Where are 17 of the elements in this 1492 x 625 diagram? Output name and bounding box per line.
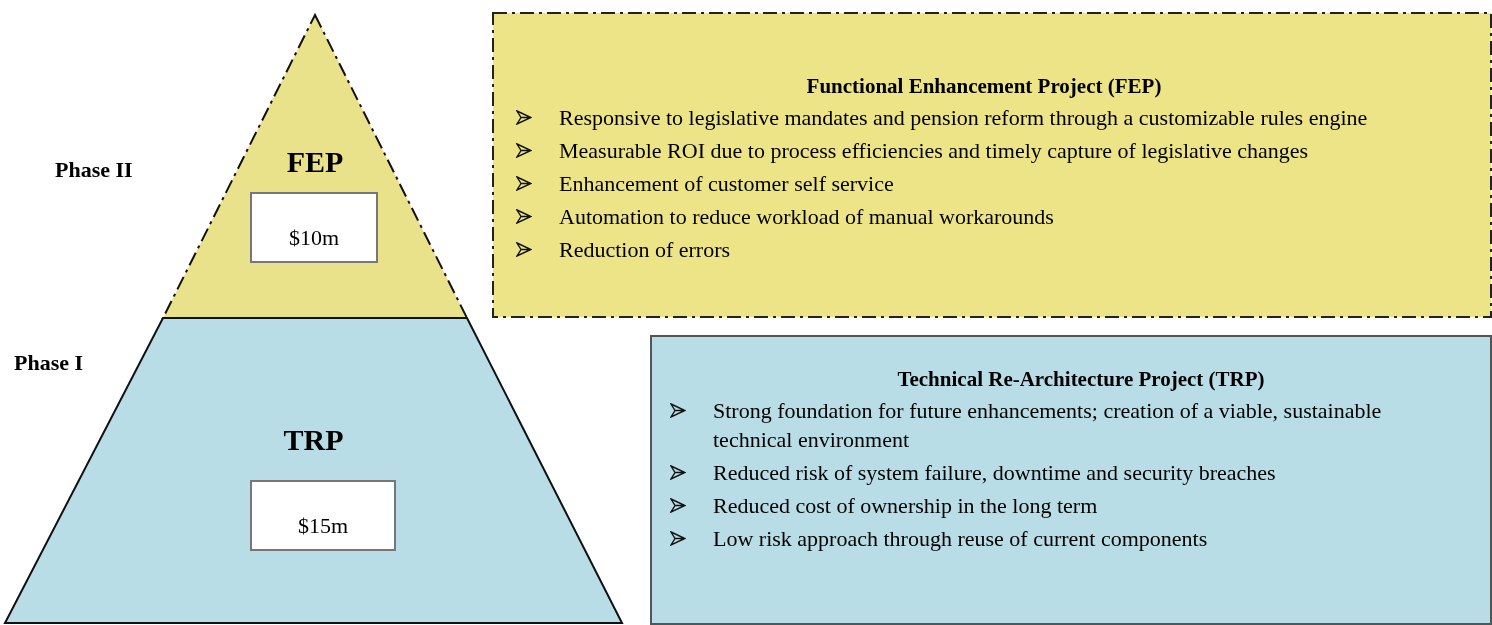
bullet-text: Reduced cost of ownership in the long term bbox=[713, 492, 1099, 520]
bullet-text: Responsive to legislative mandates and pension reform through a customizable rules engine bbox=[559, 104, 1369, 132]
phase-label: Phase II bbox=[55, 157, 133, 183]
bullet-text: Low risk approach through reuse of current components bbox=[713, 525, 1209, 553]
pyramid-label: FEP bbox=[285, 145, 345, 179]
panel-heading: Technical Re-Architecture Project (TRP) bbox=[896, 366, 1266, 393]
bullet-text: Reduced risk of system failure, downtime and security breaches bbox=[713, 459, 1277, 487]
bullet-text: Enhancement of customer self service bbox=[559, 170, 895, 198]
phase-label: Phase I bbox=[14, 350, 84, 376]
bullet-text: Automation to reduce workload of manual workarounds bbox=[559, 203, 1055, 231]
amount-box: $15m bbox=[250, 480, 396, 551]
panel-heading: Functional Enhancement Project (FEP) bbox=[805, 73, 1163, 100]
bullet-text: Strong foundation for future enhancements; creation of a viable, sustainable technical environment bbox=[713, 397, 1383, 454]
bullet-text: Reduction of errors bbox=[559, 236, 732, 264]
pyramid-label: TRP bbox=[282, 423, 345, 457]
amount-box: $10m bbox=[250, 192, 378, 263]
bullet-text: Measurable ROI due to process efficiencies and timely capture of legislative changes bbox=[559, 137, 1310, 165]
